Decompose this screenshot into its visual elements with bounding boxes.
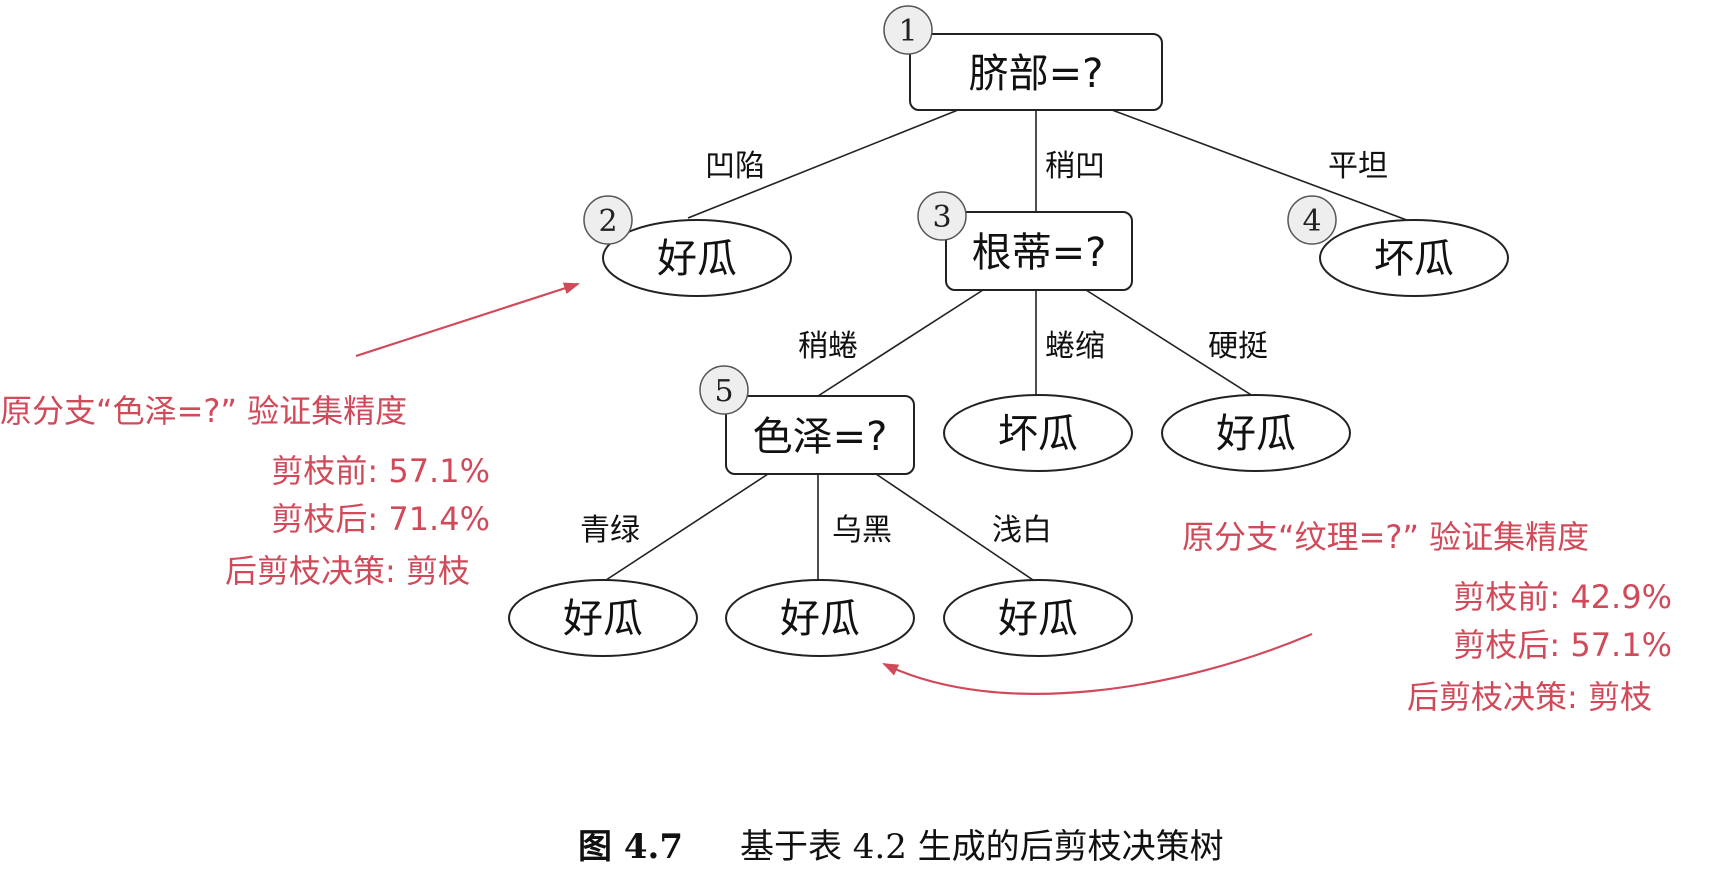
right-annotation-decision: 后剪枝决策: 剪枝 [1407,678,1652,716]
node-3-leaf-curled: 坏瓜 [943,394,1133,472]
node-5-leaf-green: 好瓜 [508,579,698,657]
node-3-leaf-stiff: 好瓜 [1161,394,1351,472]
node-2: 好瓜 2 [583,195,792,297]
left-annotation-decision: 后剪枝决策: 剪枝 [225,552,470,590]
node-5b-ellipse [725,579,915,657]
edge-3-c [1085,289,1257,399]
node-1: 脐部=? 1 [883,5,1163,111]
node-5c-label: 好瓜 [998,596,1078,642]
node-5a-ellipse [508,579,698,657]
right-annotation: 原分支“纹理=?” 验证集精度 剪枝前: 42.9% 剪枝后: 57.1% 后剪… [1182,518,1672,716]
node-4-number: 4 [1302,204,1321,239]
edge-label-5-b: 乌黑 [832,513,892,548]
edge-label-3-c: 硬挺 [1208,329,1268,364]
node-3c-label: 好瓜 [1216,411,1296,457]
node-2-number: 2 [598,204,617,239]
edge-label-3-5: 稍蜷 [798,329,858,364]
edge-label-1-3: 稍凹 [1045,149,1105,184]
edge-label-1-4: 平坦 [1328,149,1388,184]
node-1-label: 脐部=? [969,51,1104,97]
figure-caption-text: 基于表 4.2 生成的后剪枝决策树 [740,827,1224,867]
node-3-number-badge [917,191,967,241]
tree-edges [602,109,1413,583]
left-annotation-after: 剪枝后: 71.4% [271,500,490,538]
edge-3-5 [817,289,984,397]
node-3: 根蒂=? 3 [917,191,1133,291]
node-1-number: 1 [898,14,917,49]
node-5-number: 5 [714,374,733,409]
node-3c-ellipse [1161,394,1351,472]
node-5-leaf-black: 好瓜 [725,579,915,657]
left-annotation-arrow [355,282,580,358]
node-5-number-badge [699,365,749,415]
node-3-box [945,211,1133,291]
node-5-leaf-white: 好瓜 [943,579,1133,657]
node-1-box [909,33,1163,111]
edge-1-2 [687,109,959,219]
edge-label-1-2: 凹陷 [705,149,765,184]
figure-number: 图 4.7 [578,827,683,867]
node-2-ellipse [602,219,792,297]
node-1-number-badge [883,5,933,55]
right-annotation-before: 剪枝前: 42.9% [1453,578,1672,616]
right-annotation-after: 剪枝后: 57.1% [1453,626,1672,664]
node-5: 色泽=? 5 [699,365,915,475]
left-annotation-title: 原分支“色泽=?” 验证集精度 [0,392,407,430]
left-annotation-before: 剪枝前: 57.1% [271,452,490,490]
edge-5-c [875,473,1037,583]
node-5b-label: 好瓜 [780,596,860,642]
left-annotation: 原分支“色泽=?” 验证集精度 剪枝前: 57.1% 剪枝后: 71.4% 后剪… [0,392,490,590]
node-4-ellipse [1319,219,1509,297]
edge-label-5-a: 青绿 [580,513,640,548]
node-3-number: 3 [932,200,951,235]
node-5-box [725,395,915,475]
edge-5-a [602,473,769,583]
edge-labels: 凹陷 稍凹 平坦 稍蜷 蜷缩 硬挺 青绿 乌黑 浅白 [580,149,1388,548]
node-3b-label: 坏瓜 [998,411,1078,457]
node-2-number-badge [583,195,633,245]
node-3b-ellipse [943,394,1133,472]
node-2-label: 好瓜 [657,236,737,282]
node-4-number-badge [1287,195,1337,245]
node-3-label: 根蒂=? [972,230,1107,276]
figure-caption: 图 4.7 基于表 4.2 生成的后剪枝决策树 [578,827,1224,867]
right-annotation-arrow [882,632,1313,695]
node-5a-label: 好瓜 [563,596,643,642]
node-4: 坏瓜 4 [1287,195,1509,297]
right-annotation-title: 原分支“纹理=?” 验证集精度 [1182,518,1589,556]
edge-label-5-c: 浅白 [992,513,1052,548]
node-5-label: 色泽=? [753,414,888,460]
node-4-label: 坏瓜 [1374,236,1454,282]
node-5c-ellipse [943,579,1133,657]
edge-label-3-b: 蜷缩 [1045,329,1105,364]
edge-1-4 [1111,109,1413,223]
